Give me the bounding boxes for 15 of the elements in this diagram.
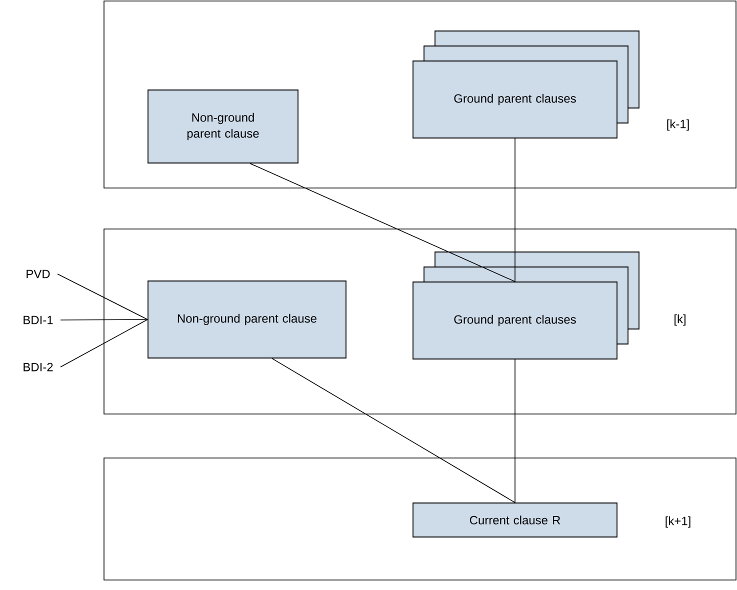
clause-box: Current clause R <box>412 502 618 538</box>
input-label: PVD <box>26 270 50 278</box>
stacked-clause-boxes: Ground parent clauses <box>412 30 640 138</box>
connector-line <box>514 359 516 503</box>
connector-line <box>57 274 148 320</box>
connector-line <box>514 138 516 282</box>
connector-line <box>60 319 148 320</box>
connector-line <box>250 163 516 282</box>
connector-line <box>60 319 148 368</box>
stacked-clause-boxes: Ground parent clauses <box>412 252 640 360</box>
clause-box: Non-ground parent clause <box>148 280 346 358</box>
clause-box: Non-ground parent clause <box>148 90 298 164</box>
input-label: BDI-1 <box>24 316 53 324</box>
connector-line <box>272 358 516 503</box>
input-label: BDI-2 <box>24 362 53 372</box>
